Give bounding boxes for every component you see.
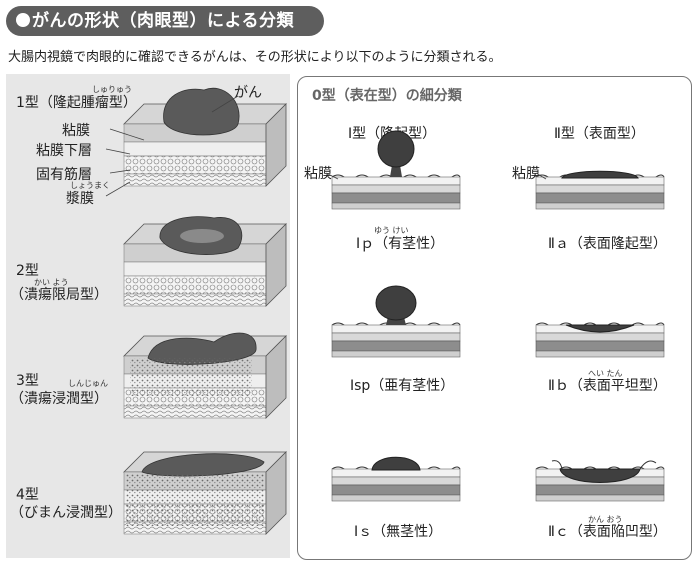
ulcer-crater	[180, 229, 224, 243]
type1-label: 1型（隆起腫瘤型）	[16, 95, 137, 111]
serosa-layer	[123, 293, 267, 307]
label-leaders	[105, 95, 239, 197]
isp-label: Ⅰsp（亜有茎性）	[350, 378, 455, 394]
ip-ruby: ゆう けい	[374, 226, 409, 235]
section-r1-c0	[331, 285, 461, 358]
section-r2-c0	[331, 456, 461, 502]
block-side-face	[265, 103, 287, 187]
tissue-block-1	[123, 87, 287, 187]
ip-label: Ⅰｐ（有茎性）	[356, 236, 445, 252]
mucosa-layer	[331, 176, 461, 186]
muscularis-layer	[331, 484, 461, 496]
section-r0-c0	[331, 130, 461, 210]
mucosa-label-right: 粘膜	[512, 166, 540, 182]
superficial-diagrams	[325, 130, 665, 502]
type3-ruby: しんじゅん	[68, 379, 108, 388]
tissue-block-4	[123, 451, 287, 535]
mucosa-label-left: 粘膜	[304, 166, 332, 182]
intro-text: 大腸内視鏡で肉眼的に確認できるがんは、その形状により以下のように分類される。	[8, 50, 502, 65]
serosa-layer	[535, 202, 665, 210]
leader-line	[105, 148, 131, 155]
submucosa-layer	[331, 476, 461, 486]
mucosa-label: 粘膜	[62, 123, 90, 139]
block-side-face	[265, 451, 287, 535]
panel-title: 0型（表在型）の細分類	[312, 88, 462, 104]
muscularis-layer	[123, 155, 267, 175]
muscularis-layer	[535, 192, 665, 204]
block-side-face	[265, 223, 287, 307]
tissue-block-3	[123, 332, 287, 419]
section-r1-c1	[535, 322, 665, 358]
submucosa-layer	[535, 184, 665, 194]
submucosa-layer	[331, 332, 461, 342]
leader-line	[211, 95, 239, 113]
polyp-is	[371, 456, 421, 471]
polyp-isp	[375, 285, 417, 321]
tissue-block-diagrams	[105, 87, 287, 535]
cancer-label: がん	[234, 85, 262, 101]
advanced-type-panel: 1型（隆起腫瘤型） しゅりゅう がん 粘膜 粘膜下層 固有筋層 しょうまく 漿膜…	[6, 74, 290, 558]
superficial-type-panel: 0型（表在型）の細分類 Ⅰ型（隆起型） Ⅱ型（表面型） 粘膜 粘膜 ゆう けい …	[297, 76, 692, 560]
is-label: Ⅰｓ（無茎性）	[354, 524, 443, 540]
diffuse-speckle	[126, 474, 264, 526]
serosa-layer	[331, 350, 461, 358]
muscularis-layer	[331, 192, 461, 204]
mucosa-leader-right	[535, 172, 547, 180]
submucosa-layer	[123, 141, 267, 157]
type3-name: （潰瘍浸潤型）	[10, 391, 108, 407]
section-title: がんの形状（肉眼型）による分類	[6, 6, 324, 36]
iic-label: Ⅱｃ（表面陥凹型）	[548, 524, 667, 540]
submucosa-layer	[331, 184, 461, 194]
serosa-ruby: しょうまく	[70, 181, 110, 190]
leader-line	[109, 128, 145, 141]
submucosa-label: 粘膜下層	[36, 143, 92, 159]
section-r2-c1	[535, 460, 665, 502]
type3-num: 3型	[16, 373, 39, 389]
submucosa-layer	[535, 332, 665, 342]
mucosa-leader-left	[325, 172, 339, 180]
stalk	[390, 165, 402, 177]
iib-label: Ⅱｂ（表面平坦型）	[548, 378, 667, 394]
type4-num: 4型	[16, 487, 39, 503]
type-ii-header: Ⅱ型（表面型）	[554, 126, 645, 142]
lesion-iic	[559, 468, 641, 483]
lesion-iib	[565, 324, 635, 333]
leader-line	[109, 169, 131, 174]
type2-name: （潰瘍限局型）	[10, 287, 108, 303]
muscularis-layer	[535, 340, 665, 352]
muscularis-layer	[123, 275, 267, 295]
type2-ruby: かい よう	[34, 278, 69, 287]
section-r0-c1	[535, 170, 665, 210]
mucosa-layer	[331, 324, 461, 334]
lesion-iia	[561, 170, 639, 179]
iic-ruby: かん おう	[588, 515, 623, 524]
type2-num: 2型	[16, 263, 39, 279]
tumor-type1	[163, 87, 240, 136]
submucosa-layer	[123, 261, 267, 277]
raised-rim	[551, 460, 657, 470]
leader-line	[105, 181, 131, 197]
serosa-layer	[535, 350, 665, 358]
type4-name: （びまん浸潤型）	[10, 505, 122, 521]
serosa-layer	[123, 173, 267, 187]
block-side-face	[265, 335, 287, 419]
muscularis-layer	[331, 340, 461, 352]
muscularis-label: 固有筋層	[36, 167, 92, 183]
serosa-layer	[535, 494, 665, 502]
serosa-layer	[123, 405, 267, 419]
tissue-block-2	[123, 216, 287, 307]
polyp-ip	[377, 130, 415, 168]
type1-ruby: しゅりゅう	[92, 85, 132, 94]
serosa-layer	[331, 494, 461, 502]
bullet-icon	[16, 13, 30, 27]
iia-label: Ⅱａ（表面隆起型）	[548, 236, 667, 252]
muscularis-layer	[535, 484, 665, 496]
serosa-layer	[331, 202, 461, 210]
infiltration-speckle	[130, 358, 252, 396]
iib-ruby: へい たん	[588, 369, 623, 378]
serosa-label: 漿膜	[66, 191, 94, 207]
